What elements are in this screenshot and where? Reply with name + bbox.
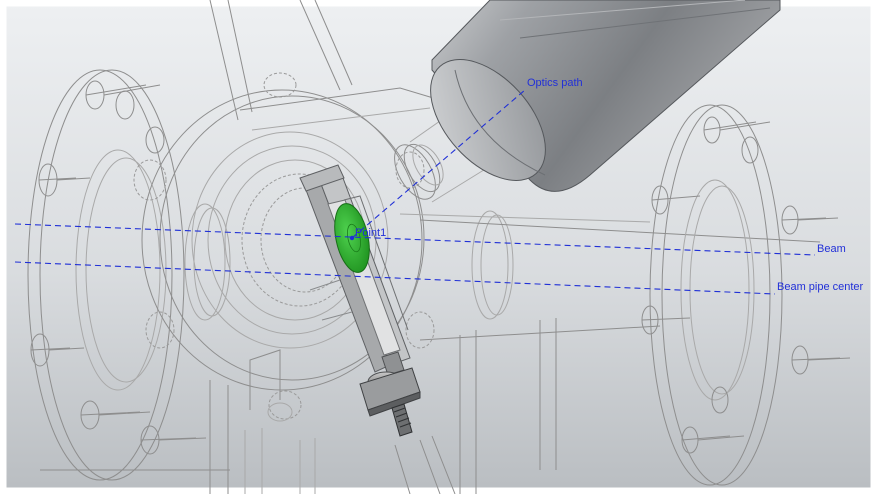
- left-flange[interactable]: [27, 69, 207, 481]
- optics-path-line[interactable]: [351, 89, 526, 239]
- beam-line[interactable]: [14, 223, 816, 256]
- camera-tube[interactable]: [409, 0, 781, 202]
- beam-label[interactable]: Beam: [817, 243, 846, 255]
- point1-marker[interactable]: [349, 235, 355, 241]
- right-flange[interactable]: [641, 104, 851, 486]
- point1-label[interactable]: Point1: [355, 227, 386, 239]
- beam-pipe-center-label[interactable]: Beam pipe center: [777, 281, 864, 293]
- target-mount[interactable]: [359, 351, 421, 437]
- beam-pipe-center-line[interactable]: [14, 261, 776, 295]
- sketch-lines: [14, 89, 816, 295]
- vacuum-chamber[interactable]: [40, 0, 821, 494]
- optics-path-label[interactable]: Optics path: [527, 77, 583, 89]
